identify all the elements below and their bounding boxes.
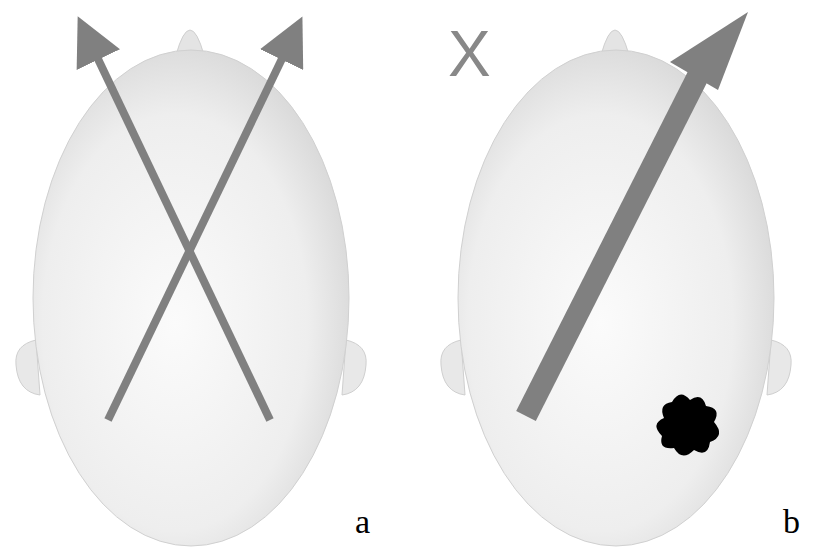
head-b	[441, 30, 791, 546]
lesion-blob	[656, 394, 719, 455]
panel-label: a	[355, 505, 370, 539]
thick-arrow	[526, 72, 700, 416]
arrow	[108, 38, 292, 420]
panel-label: b	[783, 505, 800, 539]
lesion-mark: X	[448, 22, 491, 86]
arrowhead	[670, 12, 748, 90]
arrow	[88, 38, 270, 420]
head-a	[16, 30, 366, 546]
